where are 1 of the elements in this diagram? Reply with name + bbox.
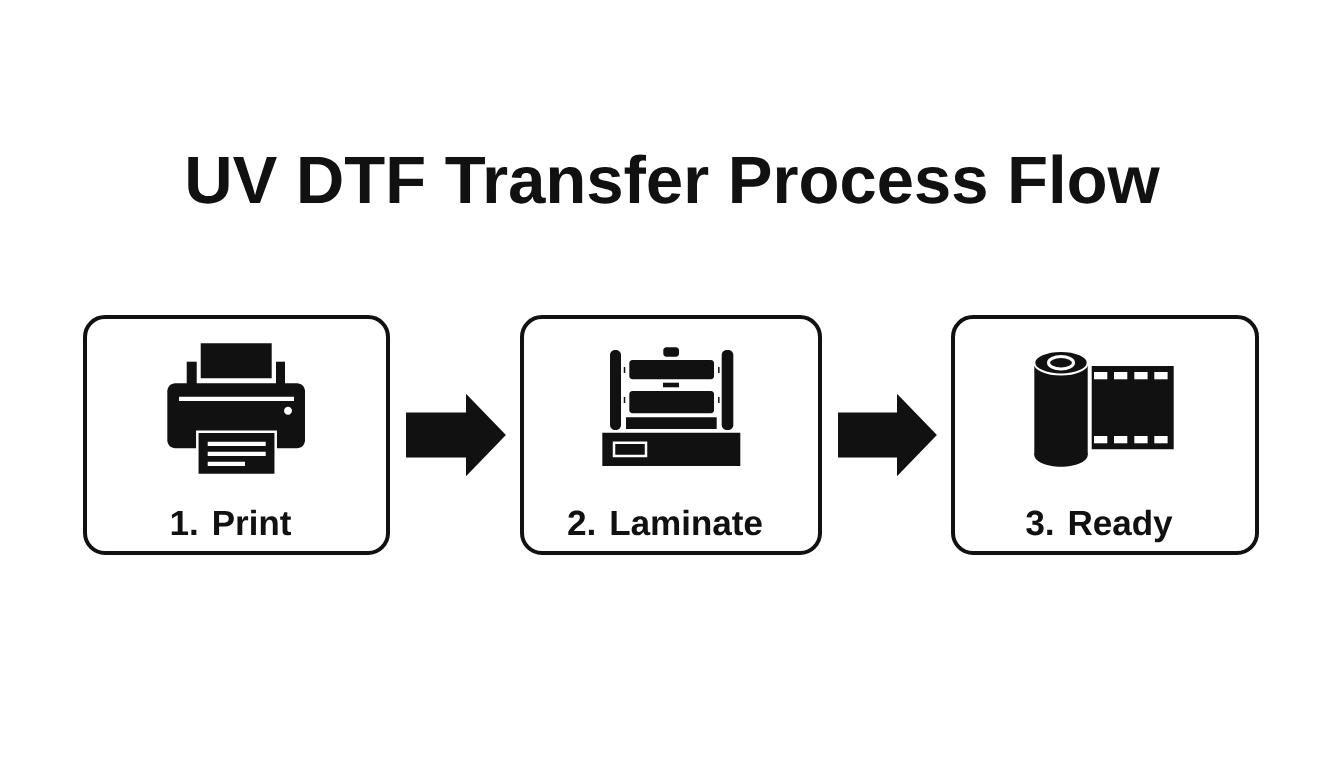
- title: UV DTF Transfer Process Flow: [188, 154, 1160, 204]
